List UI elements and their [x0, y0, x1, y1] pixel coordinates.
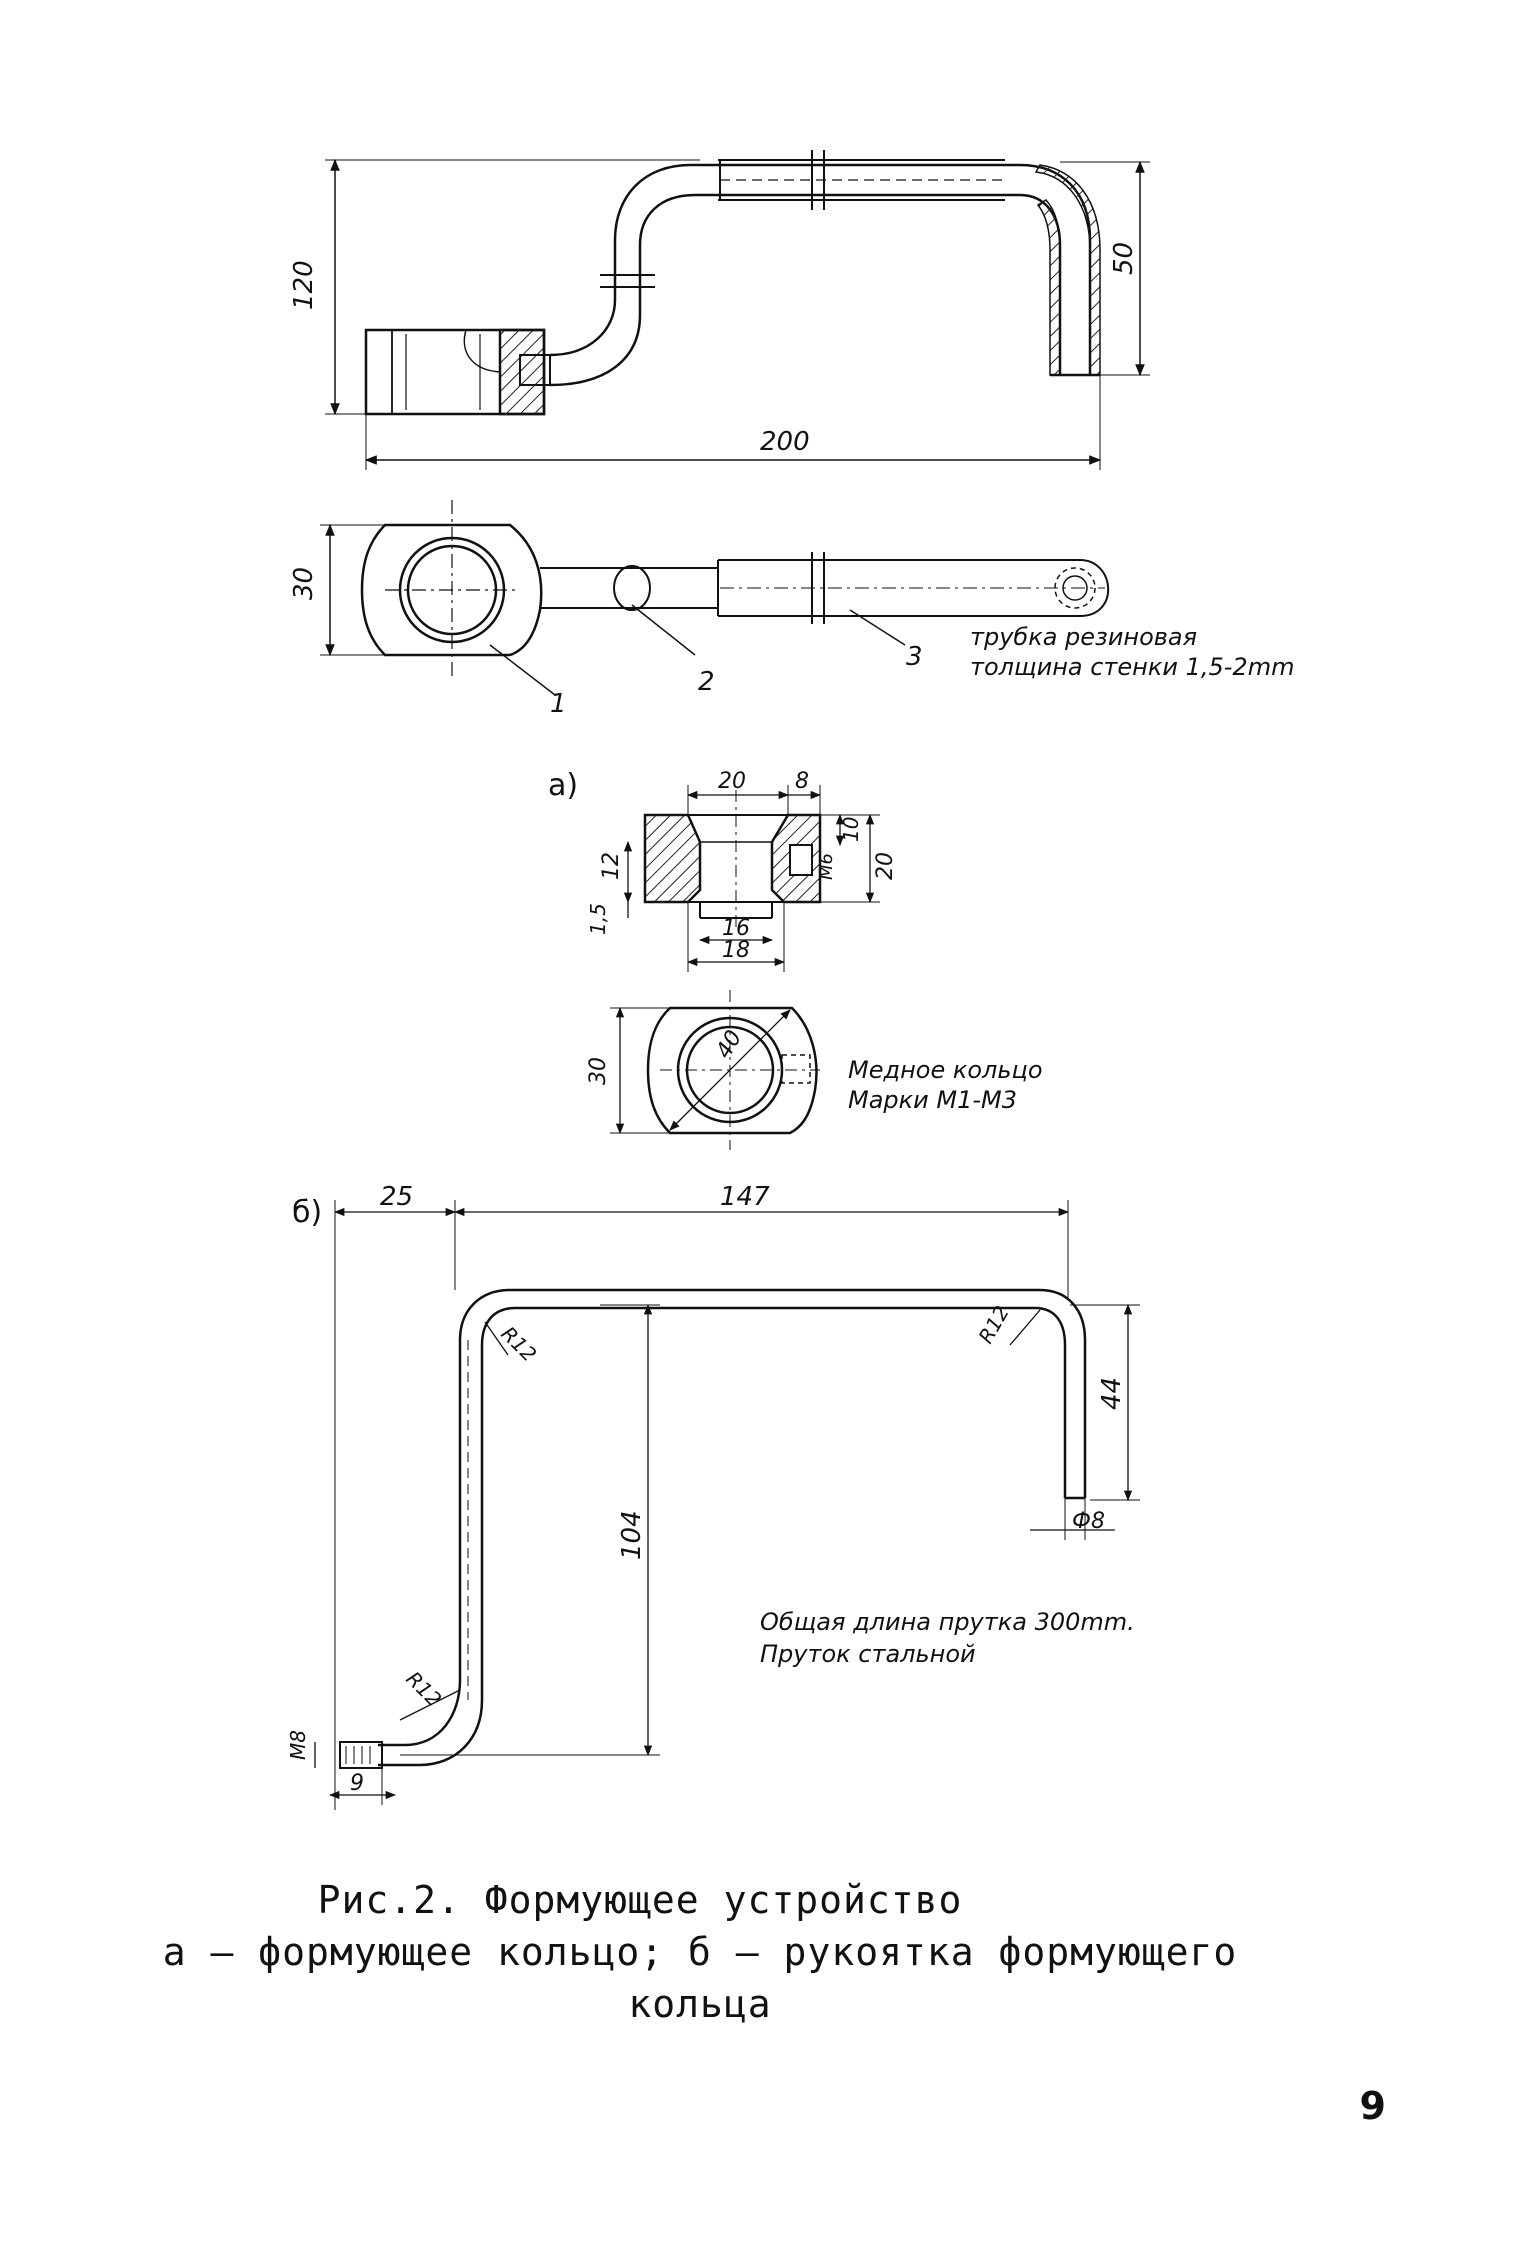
dim-50: 50 — [1109, 242, 1139, 275]
dim-200: 200 — [760, 427, 810, 457]
dim-20-right: 20 — [873, 852, 898, 880]
ring-section-left-hatch — [643, 813, 702, 904]
dim-r12-bottom: R12 — [401, 1667, 446, 1712]
figure-caption-line2: а – формующее кольцо; б – рукоятка форму… — [162, 1930, 1238, 1974]
part-number-2: 2 — [698, 667, 715, 697]
dim-16-bottom: 16 — [722, 916, 750, 941]
rod-note-line1: Общая длина прутка 300mm. — [760, 1608, 1135, 1636]
part-number-3: 3 — [906, 642, 923, 672]
ring-note-line2: Марки М1-М3 — [848, 1086, 1017, 1114]
dim-104: 104 — [617, 1510, 647, 1560]
dim-147: 147 — [720, 1182, 770, 1212]
part-number-1: 1 — [550, 689, 567, 719]
threaded-end-m8 — [339, 1741, 383, 1769]
figure-caption-title: Рис.2. Формующее устройство — [317, 1878, 963, 1922]
dim-12-left: 12 — [599, 852, 624, 880]
dim-8-top: 8 — [795, 769, 809, 794]
ring-plan-view — [610, 990, 820, 1150]
dim-18-bottom: 18 — [722, 938, 750, 963]
rod-note-line2: Пруток стальной — [760, 1640, 976, 1668]
dim-m8: M8 — [286, 1730, 310, 1760]
tube-note-line1: трубка резиновая — [970, 623, 1197, 651]
socket-hatch — [498, 328, 546, 416]
figure-a-plan — [320, 500, 1110, 696]
figure-a-elevation — [325, 150, 1150, 470]
figure-b-handle — [314, 1200, 1140, 1810]
dim-phi8: Ф8 — [1072, 1509, 1105, 1534]
dim-30-plan: 30 — [289, 567, 319, 600]
tube-note-line2: толщина стенки 1,5-2mm — [970, 653, 1294, 681]
dim-25: 25 — [380, 1182, 413, 1212]
handle-rod-inner — [378, 1306, 1067, 1767]
dim-20-top: 20 — [718, 769, 746, 794]
copper-ring-outline — [646, 1006, 818, 1135]
dim-44: 44 — [1097, 1377, 1127, 1410]
handle-tube-elevation — [549, 163, 1092, 375]
ring-section-view — [623, 785, 880, 972]
dim-1-5-left: 1,5 — [586, 903, 610, 935]
panel-label-b: б) — [292, 1195, 322, 1230]
dim-m6: M6 — [816, 853, 837, 880]
panel-label-a: а) — [548, 768, 578, 803]
figure-caption-line3: кольца — [628, 1982, 772, 2026]
dim-9: 9 — [350, 1771, 364, 1796]
dim-120: 120 — [289, 260, 319, 310]
ring-note-line1: Медное кольцо — [848, 1056, 1043, 1084]
ring-plan-outline — [360, 523, 543, 657]
handle-rod-outer — [378, 1288, 1087, 1747]
dim-10-right: 10 — [839, 817, 863, 842]
dim-r12-left: R12 — [496, 1322, 541, 1367]
page-number: 9 — [1359, 2084, 1386, 2128]
dim-30-ring: 30 — [586, 1057, 611, 1085]
